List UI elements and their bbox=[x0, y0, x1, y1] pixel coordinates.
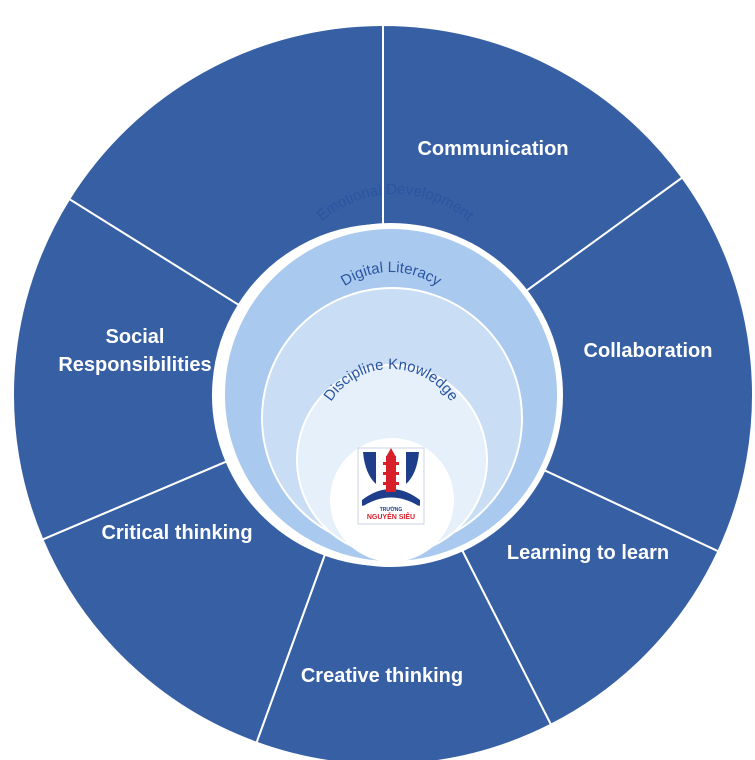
segment-label-collaboration: Collaboration bbox=[584, 340, 713, 362]
segment-label-line: Social bbox=[106, 326, 165, 348]
segment-social-responsibilities bbox=[67, 23, 384, 307]
segment-label-line: Creative thinking bbox=[301, 665, 463, 687]
logo-top-text: TRƯỜNG bbox=[380, 505, 403, 513]
segment-label-line: Collaboration bbox=[584, 340, 713, 362]
logo-name: NGUYỄN SIÊU bbox=[367, 512, 415, 521]
segment-creative-thinking bbox=[41, 460, 327, 744]
segment-label-communication: Communication bbox=[417, 138, 568, 160]
outer-segments: Problem SolvingCommunicationCollaboratio… bbox=[12, 23, 754, 760]
segment-label-critical-thinking: Critical thinking bbox=[101, 522, 252, 544]
segment-critical-thinking bbox=[12, 197, 241, 541]
segment-label-creative-thinking: Creative thinking bbox=[301, 665, 463, 687]
segment-label-line: Learning to learn bbox=[507, 542, 669, 564]
segment-label-line: Communication bbox=[417, 138, 568, 160]
school-logo: TRƯỜNG NGUYỄN SIÊU bbox=[357, 447, 425, 525]
segment-label-line: Critical thinking bbox=[101, 522, 252, 544]
segment-label-learning-to-learn: Learning to learn bbox=[507, 542, 669, 564]
segment-label-line: Responsibilities bbox=[58, 354, 211, 376]
